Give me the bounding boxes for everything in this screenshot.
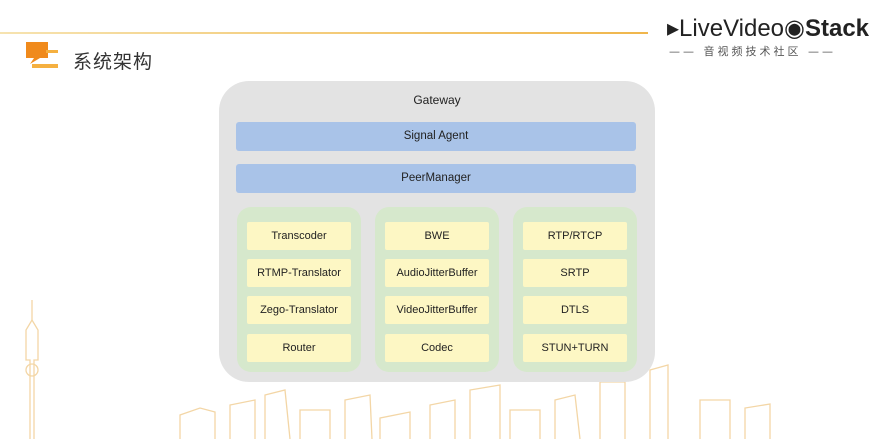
module-box: BWE bbox=[385, 222, 489, 250]
logo-circle-play-icon: ◉ bbox=[784, 15, 805, 42]
gateway-label: Gateway bbox=[413, 93, 461, 107]
header-divider bbox=[0, 32, 648, 34]
module-box: Transcoder bbox=[247, 222, 351, 250]
module-column-media: Transcoder RTMP-Translator Zego-Translat… bbox=[237, 207, 361, 372]
signal-agent-bar: Signal Agent bbox=[236, 122, 636, 151]
module-column-processing: BWE AudioJitterBuffer VideoJitterBuffer … bbox=[375, 207, 499, 372]
speech-bubble-icon bbox=[26, 42, 58, 68]
brand-logo: ▸LiveVideo◉Stack —— 音视频技术社区 —— bbox=[667, 15, 870, 58]
logo-play-icon: ▸ bbox=[667, 15, 680, 42]
module-box: Router bbox=[247, 334, 351, 362]
module-column-transport: RTP/RTCP SRTP DTLS STUN+TURN bbox=[513, 207, 637, 372]
page-title: 系统架构 bbox=[73, 51, 154, 73]
module-box: RTP/RTCP bbox=[523, 222, 627, 250]
peer-manager-bar: PeerManager bbox=[236, 164, 636, 193]
module-box: Codec bbox=[385, 334, 489, 362]
city-skyline-decoration bbox=[25, 300, 771, 439]
module-box: SRTP bbox=[523, 259, 627, 287]
module-box: RTMP-Translator bbox=[247, 259, 351, 287]
module-box: DTLS bbox=[523, 296, 627, 324]
module-box: STUN+TURN bbox=[523, 334, 627, 362]
module-box: Zego-Translator bbox=[247, 296, 351, 324]
module-box: VideoJitterBuffer bbox=[385, 296, 489, 324]
module-box: AudioJitterBuffer bbox=[385, 259, 489, 287]
gateway-container: Gateway Signal Agent PeerManager Transco… bbox=[219, 81, 655, 382]
